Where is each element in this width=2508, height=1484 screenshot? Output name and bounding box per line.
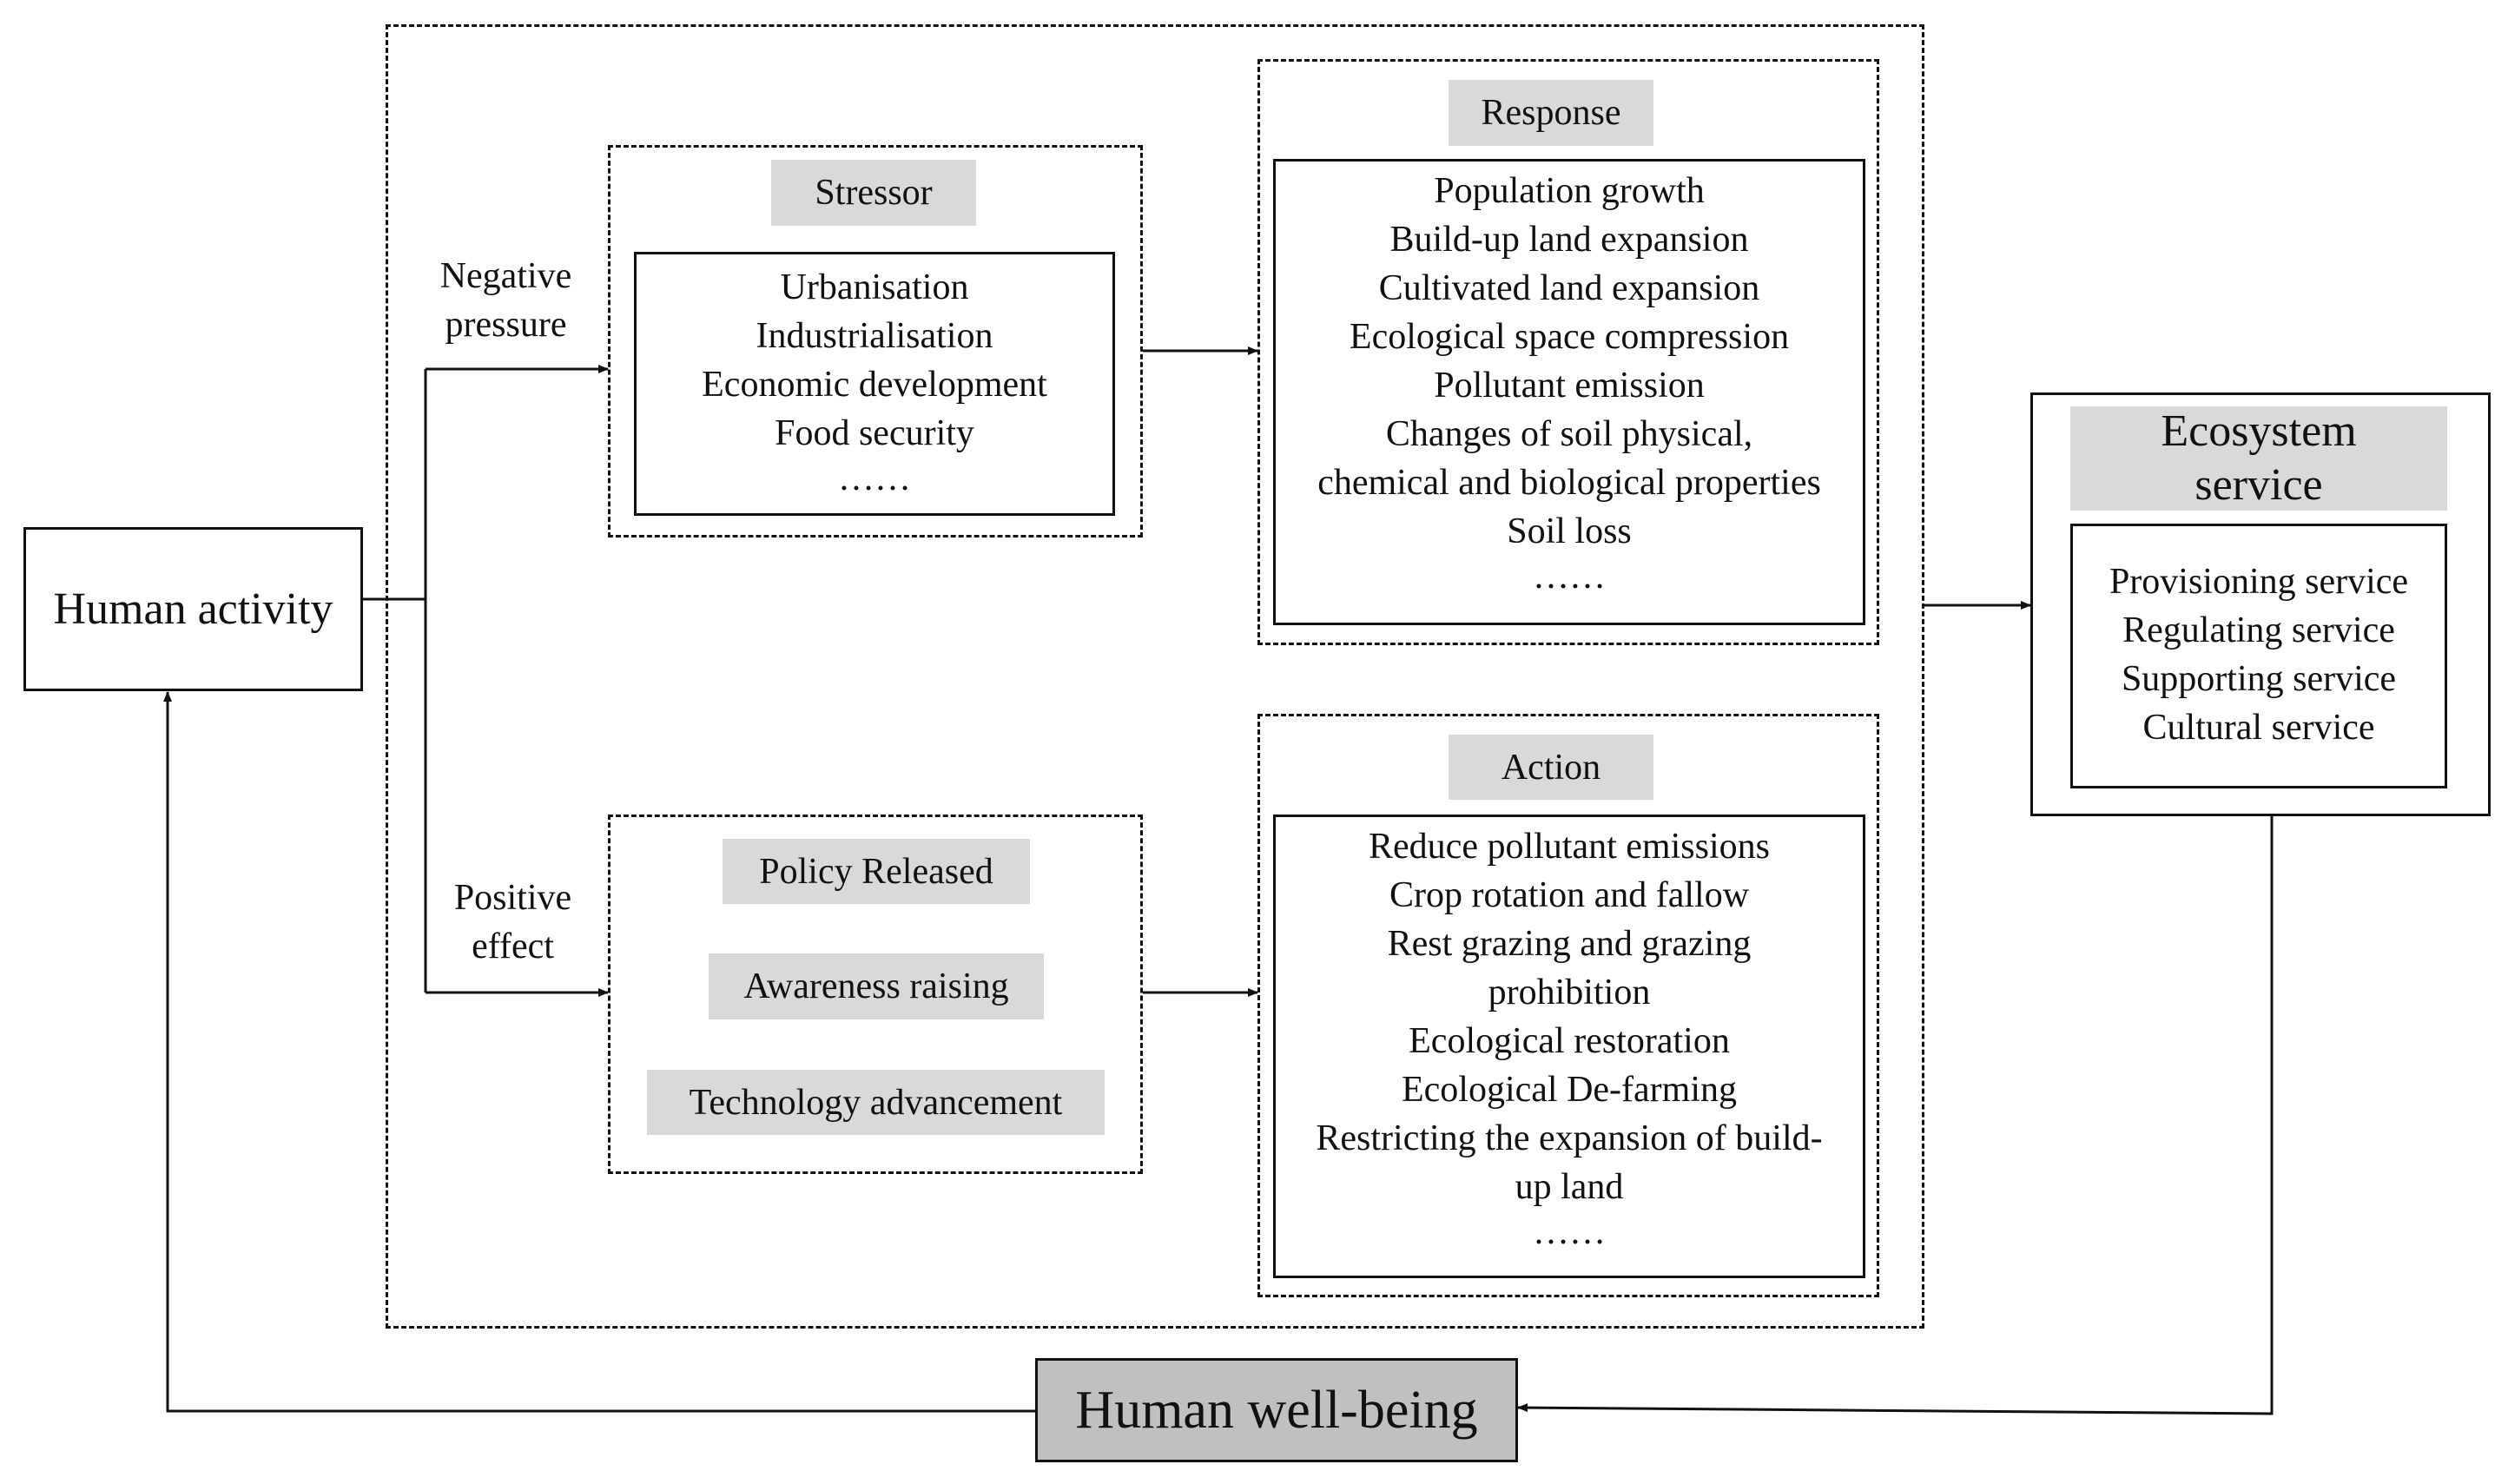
response-item: …… — [1533, 557, 1606, 597]
outer-frame — [386, 24, 1924, 1329]
edge-ecosystem-to-wellbeing — [1517, 815, 2274, 1415]
action-item: Crop rotation and fallow — [1389, 875, 1750, 915]
response-item: Ecological space compression — [1349, 317, 1790, 357]
response-box: Population growth Build-up land expansio… — [1273, 159, 1865, 625]
positive-effect-label: Positive effect — [453, 878, 572, 966]
action-group — [1257, 714, 1879, 1297]
human-wellbeing-box: Human well-being — [1035, 1358, 1518, 1462]
ecosystem-service-item: Cultural service — [2142, 708, 2375, 748]
human-activity-label: Human activity — [53, 584, 333, 634]
action-item: Reduce pollutant emissions — [1369, 827, 1770, 867]
response-item: Cultivated land expansion — [1378, 268, 1760, 308]
ecosystem-service-item: Regulating service — [2122, 610, 2395, 650]
stressor-box: Urbanisation Industrialisation Economic … — [634, 252, 1115, 516]
stressor-item: Industrialisation — [756, 316, 993, 356]
stressor-group — [608, 145, 1143, 538]
action-item: …… — [1533, 1212, 1606, 1252]
response-item: Population growth — [1434, 171, 1705, 211]
action-item: up land — [1515, 1167, 1624, 1207]
policy-group — [608, 815, 1143, 1174]
stressor-item: Economic development — [702, 365, 1047, 405]
negative-pressure-label: Negative pressure — [439, 256, 572, 345]
technology-advancement-label: Technology advancement — [647, 1070, 1105, 1135]
response-item: Build-up land expansion — [1389, 220, 1749, 260]
stressor-item: Food security — [775, 413, 974, 453]
ecosystem-service-item: Supporting service — [2121, 659, 2397, 699]
response-item: Changes of soil physical, — [1385, 414, 1753, 454]
policy-released-label: Policy Released — [723, 839, 1030, 904]
awareness-raising-label: Awareness raising — [709, 953, 1044, 1019]
action-item: prohibition — [1488, 973, 1651, 1012]
action-title: Action — [1449, 735, 1653, 800]
action-item: Ecological De-farming — [1402, 1070, 1737, 1110]
ecosystem-service-item: Provisioning service — [2109, 562, 2409, 602]
action-item: Rest grazing and grazing — [1387, 924, 1752, 964]
ecosystem-service-title: Ecosystem service — [2070, 406, 2447, 511]
action-box: Reduce pollutant emissions Crop rotation… — [1273, 815, 1865, 1278]
edge-wellbeing-to-activity — [163, 691, 1035, 1413]
response-item: Pollutant emission — [1434, 366, 1705, 406]
human-wellbeing-label: Human well-being — [1075, 1380, 1478, 1440]
stressor-title: Stressor — [771, 160, 976, 226]
response-item: chemical and biological properties — [1317, 463, 1821, 503]
response-item: Soil loss — [1507, 511, 1632, 551]
stressor-item: …… — [838, 458, 911, 498]
action-item: Restricting the expansion of build- — [1316, 1118, 1823, 1158]
human-activity-box: Human activity — [23, 527, 363, 691]
action-item: Ecological restoration — [1409, 1021, 1730, 1061]
ecosystem-service-box: Provisioning service Regulating service … — [2070, 524, 2447, 788]
stressor-item: Urbanisation — [780, 267, 969, 307]
response-title: Response — [1449, 80, 1653, 146]
response-group — [1257, 59, 1879, 645]
